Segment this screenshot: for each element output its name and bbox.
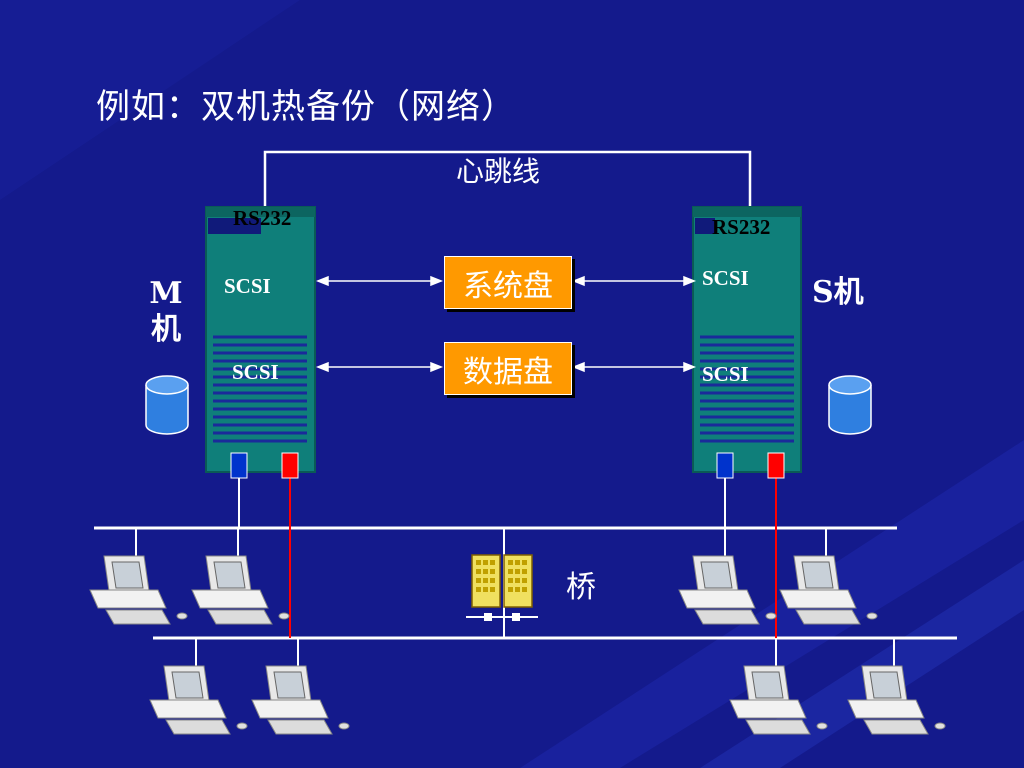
slave-database-icon: [828, 375, 872, 435]
workstation-icon: [89, 527, 188, 625]
workstation-icon: [191, 527, 290, 625]
slave-nic-red: [767, 452, 785, 479]
system-disk-box: 系统盘: [444, 256, 572, 309]
master-drive-bays: [213, 335, 307, 443]
master-nic-blue: [230, 452, 248, 479]
workstation-icon: [678, 527, 777, 625]
system-disk-label: 系统盘: [463, 268, 553, 304]
scsi-arrows: [315, 275, 697, 373]
master-database-icon: [145, 375, 189, 435]
workstation-icon: [847, 637, 946, 735]
master-rs232-label: RS232: [233, 206, 292, 230]
master-server: [205, 206, 316, 473]
page-title: 例如：双机热备份（网络）: [96, 87, 516, 127]
heartbeat-label: 心跳线: [456, 155, 541, 188]
slave-name: S机: [812, 275, 864, 310]
master-name: M机: [149, 276, 183, 347]
master-scsi-bottom-label: SCSI: [232, 360, 279, 384]
slave-scsi-bottom-label: SCSI: [702, 362, 749, 386]
bridge-building-icon: [465, 554, 539, 622]
workstation-icon: [779, 527, 878, 625]
slave-server: [692, 206, 802, 473]
slave-rs232-label: RS232: [712, 215, 771, 239]
workstation-icon: [729, 637, 828, 735]
workstation-icon: [149, 637, 248, 735]
data-disk-label: 数据盘: [463, 354, 553, 390]
master-scsi-top-label: SCSI: [224, 274, 271, 298]
workstation-icon: [251, 637, 350, 735]
bridge-label: 桥: [566, 570, 596, 605]
slave-scsi-top-label: SCSI: [702, 266, 749, 290]
data-disk-box: 数据盘: [444, 342, 572, 395]
heartbeat-line: [263, 150, 752, 208]
master-nic-red: [281, 452, 299, 479]
slave-drive-bays: [700, 335, 794, 443]
slave-nic-blue: [716, 452, 734, 479]
